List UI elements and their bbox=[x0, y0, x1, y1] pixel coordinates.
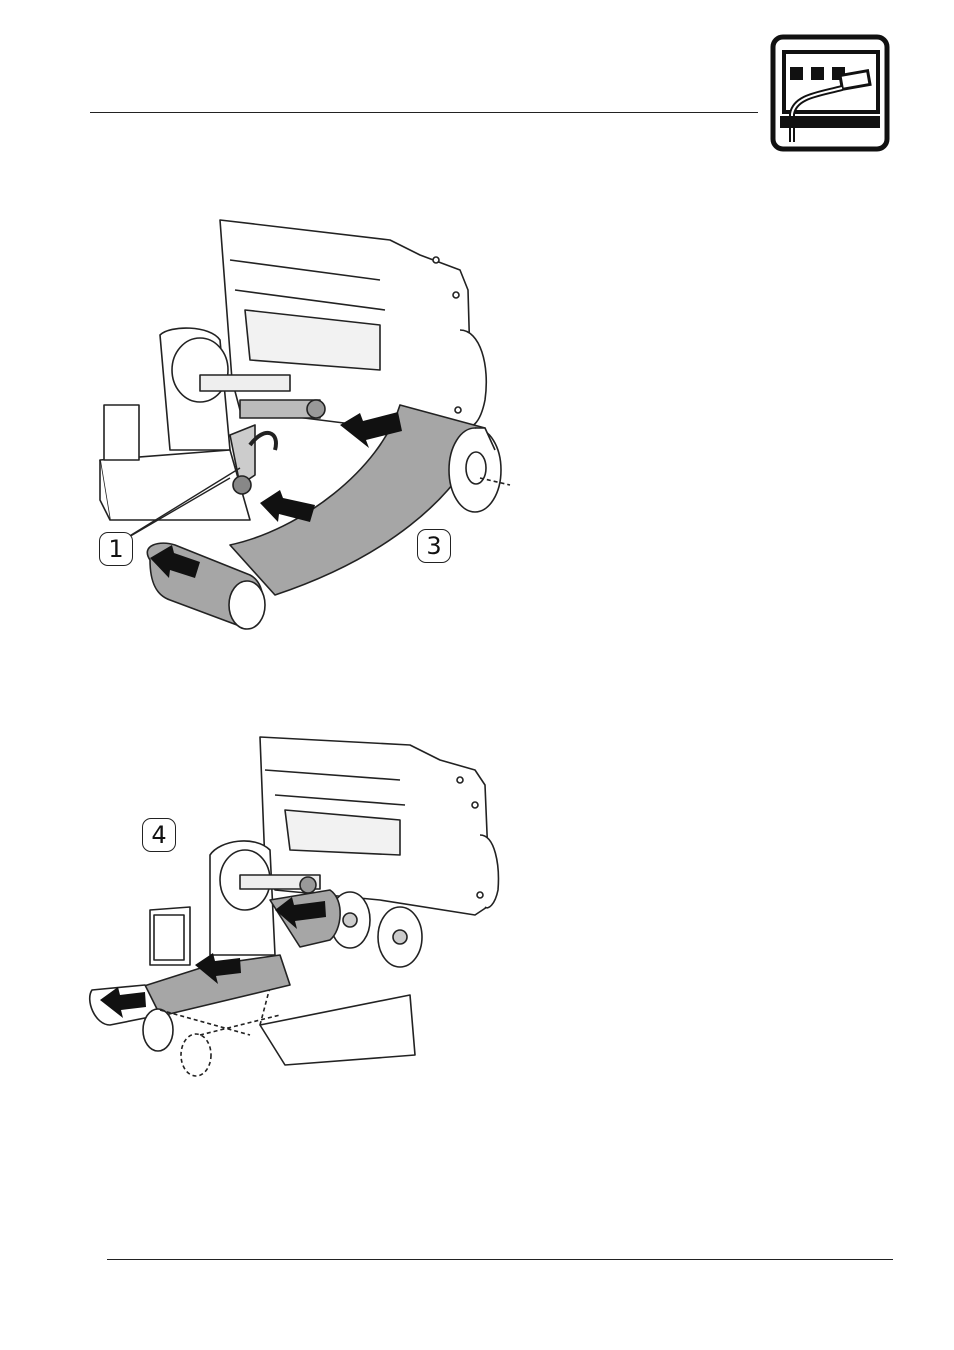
callout-3: 3 bbox=[417, 529, 451, 563]
callout-1-label: 1 bbox=[108, 537, 123, 561]
header-rule bbox=[90, 112, 758, 113]
callout-4-label: 4 bbox=[151, 823, 166, 847]
footer-rule bbox=[107, 1259, 893, 1260]
printer-label-routed-illustration bbox=[80, 725, 540, 1085]
callout-3-label: 3 bbox=[426, 534, 441, 558]
network-connector-icon bbox=[770, 34, 890, 152]
callout-1: 1 bbox=[99, 532, 133, 566]
printer-label-loading-illustration bbox=[80, 200, 560, 660]
callout-4: 4 bbox=[142, 818, 176, 852]
